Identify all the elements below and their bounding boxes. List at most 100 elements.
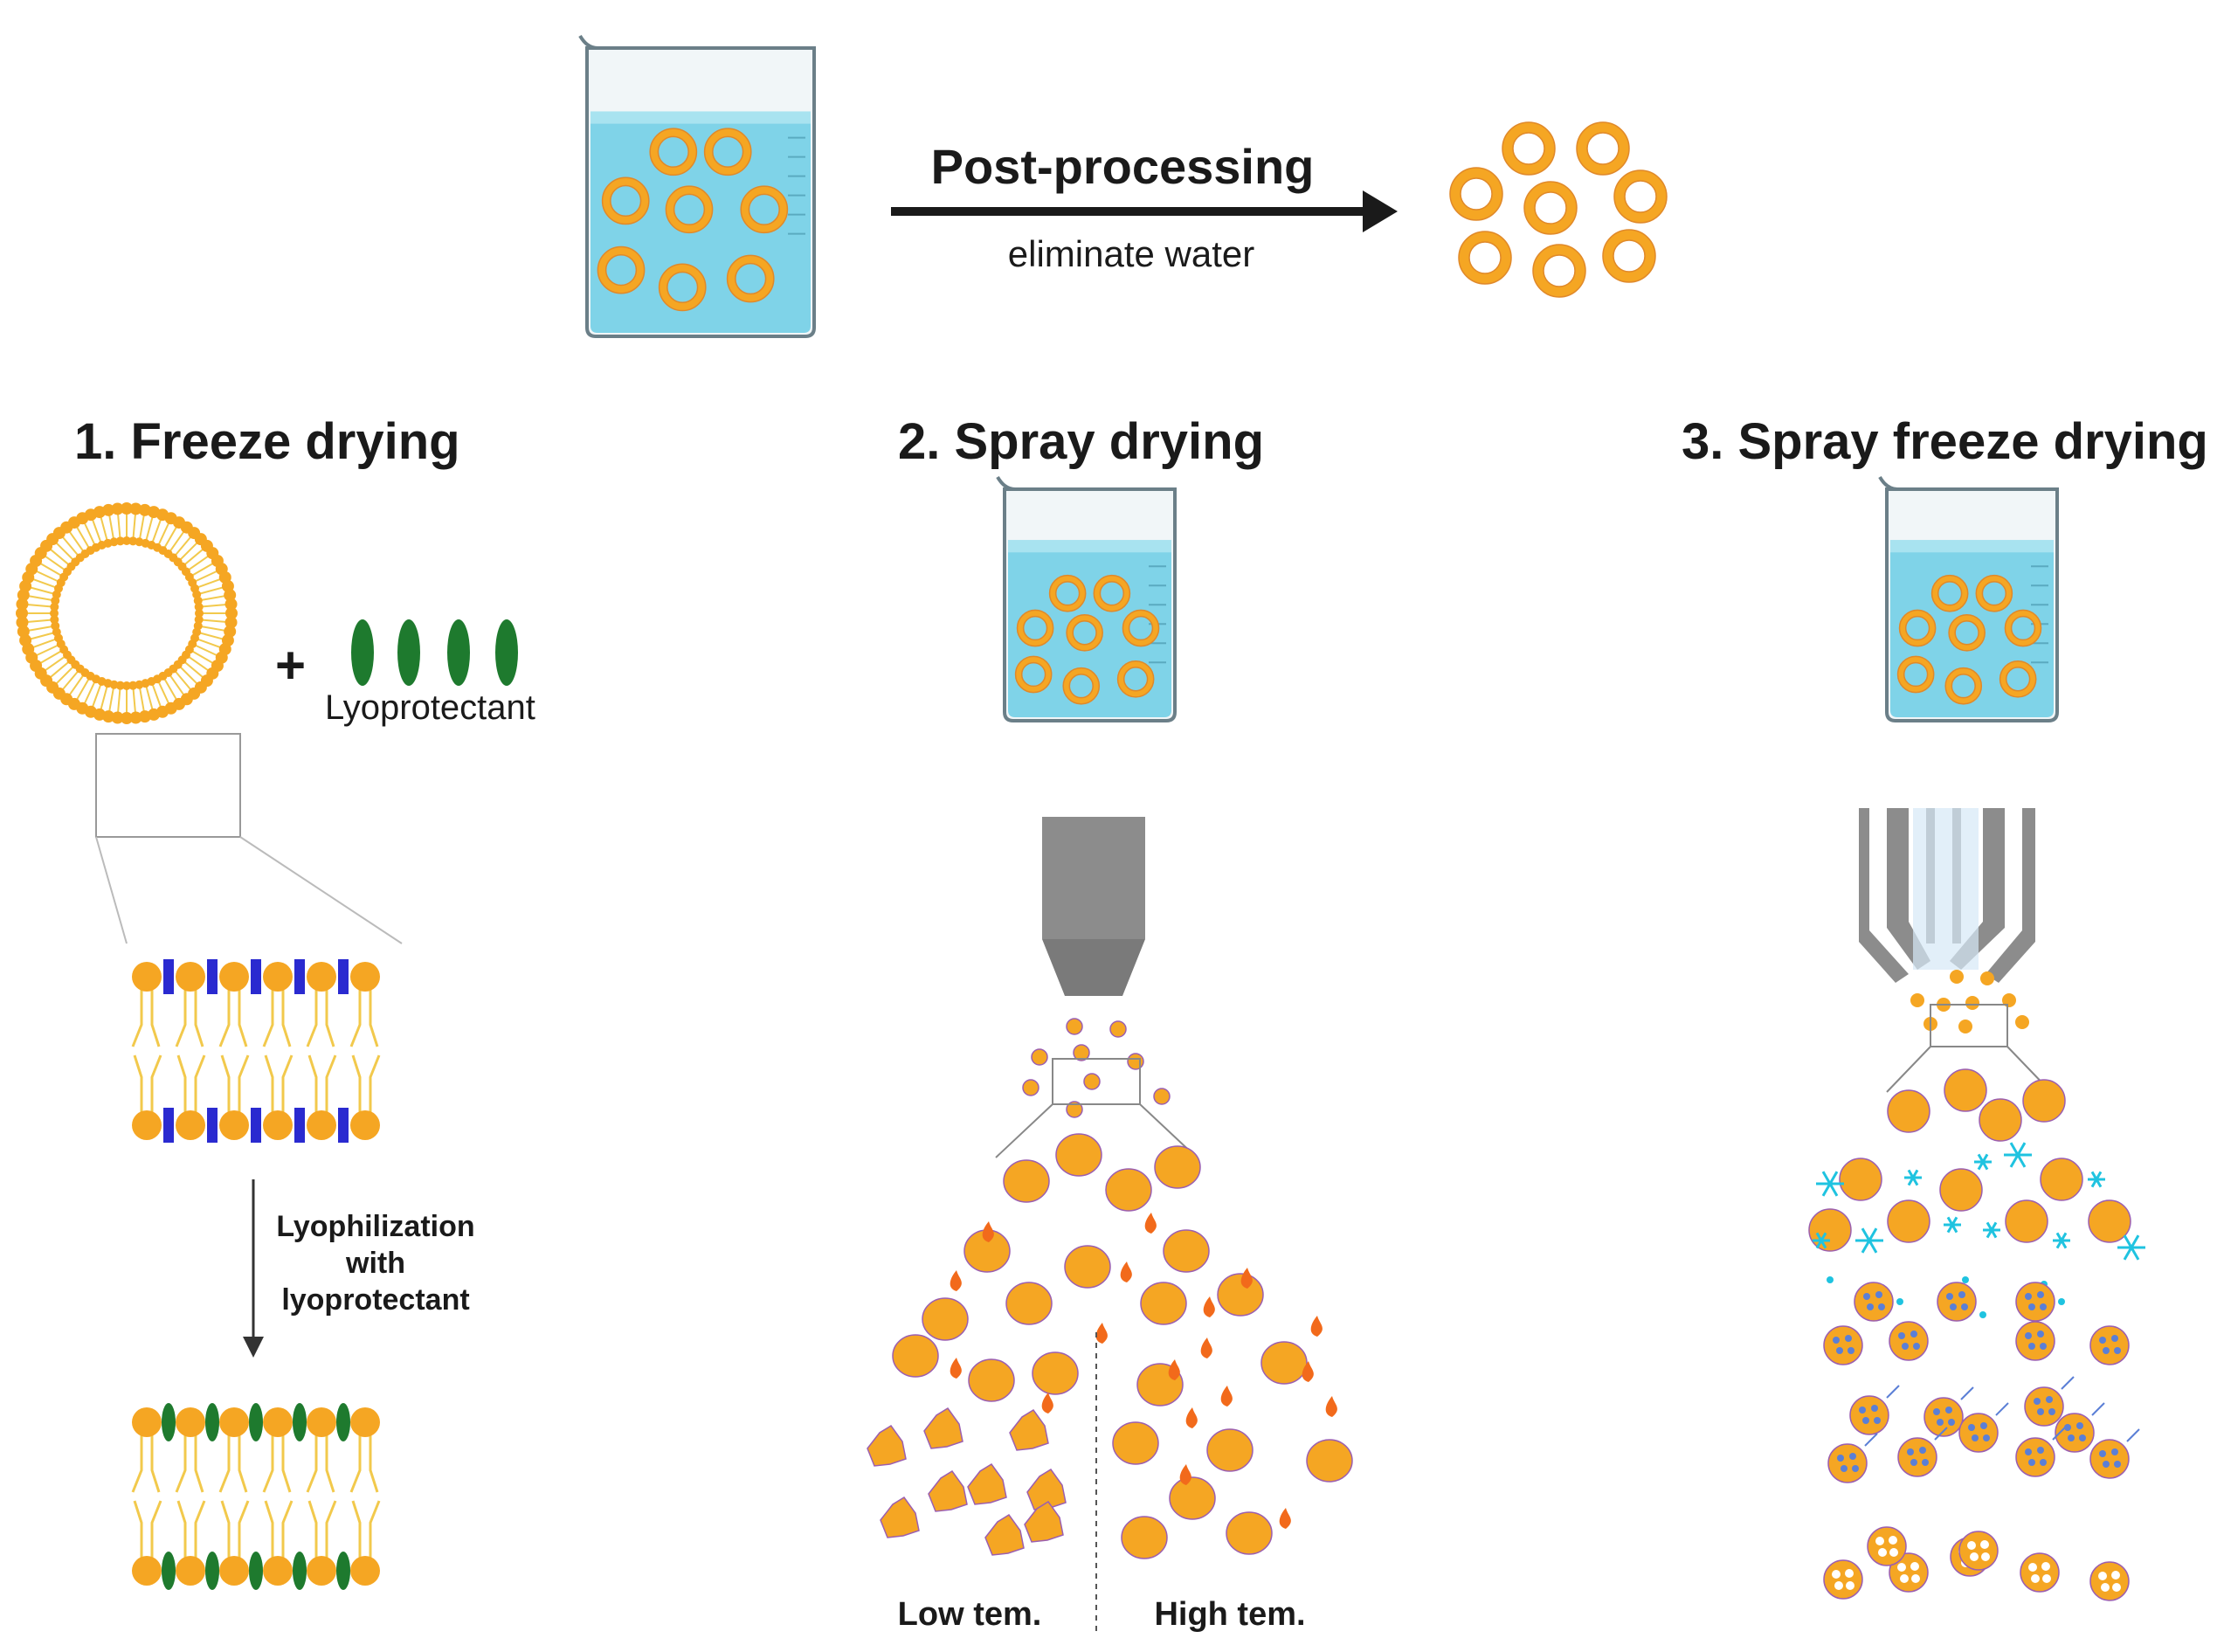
lipid-head: [263, 1407, 293, 1437]
liposome-outline: [666, 271, 699, 304]
high-temperature-label: High tem.: [1154, 1596, 1305, 1633]
liposome: [1899, 610, 1936, 646]
liposome-outline: [735, 262, 767, 295]
flame: [1310, 1316, 1323, 1337]
liposome-outline: [1122, 609, 1160, 647]
lipid-head: [176, 1407, 205, 1437]
liposome-outline: [1613, 239, 1646, 273]
lyoprotectant-label: Lyoprotectant: [325, 688, 535, 727]
lipid-tail: [28, 586, 54, 595]
ice-inclusion: [1833, 1337, 1840, 1344]
lipid-tail: [34, 644, 59, 657]
frozen-droplet: [1839, 1158, 1882, 1201]
droplet: [1153, 1088, 1171, 1105]
lipid-tail: [116, 688, 121, 715]
lipid-head: [263, 1110, 293, 1140]
flame: [1203, 1296, 1215, 1317]
lyophilization-label-line-2: with: [345, 1247, 405, 1280]
liposome-outline: [1954, 620, 1979, 646]
liposome-outline: [1128, 615, 1154, 641]
liposome: [1897, 656, 1934, 693]
liposome-outline: [601, 176, 650, 225]
lipid-tail: [34, 570, 59, 583]
spray-droplets: [867, 1018, 1353, 1559]
lyoprotectant-molecule: [205, 1403, 219, 1441]
lipid-head: [50, 615, 59, 625]
liposome-outline: [1613, 169, 1668, 224]
frozen-droplet: [1897, 1437, 1937, 1477]
ice-inclusion: [2025, 1332, 2032, 1339]
lipid-tail: [195, 570, 219, 583]
frozen-droplet: [2089, 1325, 2130, 1365]
lyoprotectant-molecule: [162, 1552, 176, 1590]
lipid-tail: [139, 688, 146, 714]
lipid-tail: [107, 688, 114, 714]
ice-crystal: [1907, 1169, 1919, 1186]
ice-inclusion: [2099, 1450, 2106, 1457]
ice-inclusion: [1878, 1303, 1885, 1310]
dry-liposome-cluster: [1449, 121, 1668, 298]
liposome: [1533, 245, 1585, 297]
lipid-tail: [43, 554, 66, 570]
lipid-tail: [195, 644, 219, 657]
ice-inclusion: [2040, 1303, 2047, 1310]
lipid-tail: [175, 671, 193, 692]
lipid-head: [224, 616, 238, 629]
ice-inclusion: [2034, 1398, 2041, 1405]
ice-inclusion: [2114, 1461, 2121, 1468]
section-title-spray-drying: 2. Spray drying: [898, 413, 1264, 470]
vapor-streak: [2091, 1402, 2105, 1416]
frozen-droplet: [1939, 1168, 1983, 1212]
ice-inclusion: [1863, 1293, 1870, 1300]
lipid-head: [219, 962, 249, 992]
droplet: [1206, 1428, 1254, 1472]
droplet: [1121, 1516, 1168, 1559]
frozen-droplet: [2022, 1079, 2066, 1123]
droplet: [1066, 1018, 1083, 1035]
lipid-tail: [179, 666, 199, 686]
liposome: [1067, 614, 1103, 651]
lipid-head: [225, 607, 238, 619]
lipid-tail: [351, 1500, 381, 1562]
intercalant-molecule: [207, 959, 218, 994]
lyoprotectant-molecule: [336, 1552, 350, 1590]
lipid-tail: [163, 678, 178, 702]
droplet: [1064, 1245, 1111, 1289]
lyophilization-label-line-1: Lyophilization: [276, 1210, 474, 1243]
mist-droplet: [1910, 993, 1924, 1007]
droplet: [1163, 1229, 1210, 1273]
intercalant-molecule: [294, 1108, 305, 1143]
flame: [1179, 1464, 1191, 1485]
ice-inclusion: [1958, 1291, 1965, 1298]
ice-dot: [1827, 1276, 1834, 1283]
liposome-outline: [1903, 661, 1929, 688]
liposome-outline: [665, 185, 714, 234]
liposome: [1015, 656, 1052, 693]
spray-nozzle: [1042, 817, 1145, 996]
lipid-tail: [31, 638, 56, 649]
lipid-tail: [38, 562, 62, 577]
lipid-tail: [199, 632, 225, 640]
lipid-tail: [349, 985, 379, 1047]
droplet: [1022, 1079, 1039, 1096]
lipid-tail: [262, 985, 292, 1047]
liposome: [1502, 122, 1555, 175]
lipid-tail: [43, 656, 66, 673]
lipid-tail: [91, 684, 102, 709]
lipid-head: [122, 536, 131, 545]
flame: [1325, 1396, 1337, 1417]
frozen-droplet: [2089, 1561, 2130, 1601]
lipid-tail: [163, 525, 178, 549]
intercalant-molecule: [207, 1108, 218, 1143]
lipid-head: [350, 962, 380, 992]
pore: [2042, 1574, 2051, 1583]
lipid-tail: [54, 541, 74, 561]
lipid-head: [132, 962, 162, 992]
droplet: [1031, 1048, 1048, 1066]
frozen-droplet: [2005, 1199, 2048, 1243]
liposome-bilayer-ring: [16, 502, 238, 724]
liposome: [1524, 182, 1577, 234]
liposome-outline: [1543, 254, 1576, 287]
ice-inclusion: [1874, 1417, 1881, 1424]
